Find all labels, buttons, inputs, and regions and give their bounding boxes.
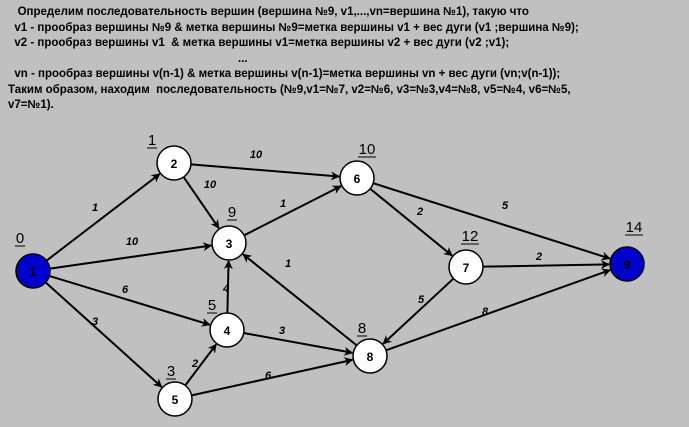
edge-weight-1-4: 6 [122,284,129,296]
edge-weight-7-9: 2 [535,251,542,263]
edge-weight-2-3: 10 [204,179,217,191]
node-circle [157,381,193,417]
edge-1-3 [49,242,213,270]
edge-weight-3-6: 1 [280,198,286,210]
node-circle [448,249,484,285]
edge-6-7 [369,187,453,257]
node-4: 4 [209,312,245,348]
node-mark-7: 12 [462,228,479,245]
edge-5-4 [184,343,217,387]
edge-2-3 [182,176,220,229]
node-mark-1: 0 [16,230,24,247]
node-6: 6 [339,160,375,196]
text-line: vn - прообраз вершины v(n-1) & метка вер… [8,68,561,80]
node-circle [209,312,245,348]
node-label: 1 [30,265,37,279]
edge-weight-5-8: 6 [265,370,272,382]
node-mark-9: 14 [626,219,643,236]
node-9: 9 [609,246,645,282]
node-circle [339,160,375,196]
node-circle [211,225,247,261]
description-text: Определим последовательность вершин (вер… [8,5,688,114]
node-label: 7 [463,261,470,275]
node-mark-2: 1 [148,132,156,149]
edge-weight-1-3: 10 [126,236,139,248]
text-line: ... [8,52,248,65]
edge-5-8 [191,357,354,397]
node-8: 8 [352,338,388,374]
edge-7-8 [382,277,455,345]
edge-1-4 [48,274,211,327]
node-label: 5 [172,393,179,407]
node-circle [352,338,388,374]
text-line: v1 - прообраз вершины №9 & метка вершины… [8,21,579,34]
weights-layer: 1 10 6 3 10 10 1 4 3 2 6 2 5 2 5 1 8 [92,149,542,382]
text-line: Определим последовательность вершин (вер… [8,6,529,18]
node-label: 2 [171,157,178,171]
edges-layer [44,163,611,397]
edge-weight-4-3: 4 [222,283,229,295]
node-3: 3 [211,225,247,261]
node-mark-8: 8 [358,320,366,337]
edge-weight-1-5: 3 [92,316,98,328]
node-mark-4: 5 [208,297,216,314]
text-line: Таким образом, находим последовательност… [8,83,571,96]
node-label: 6 [354,172,361,186]
node-mark-6: 10 [359,141,376,158]
node-2: 2 [156,145,192,181]
text-line: v2 - прообраз вершины v1 & метка вершины… [8,37,510,49]
node-circle [15,253,51,289]
edge-1-5 [44,281,163,388]
node-mark-5: 3 [167,363,175,380]
node-label: 3 [226,237,233,251]
edge-weight-6-9: 5 [502,200,509,212]
node-label: 9 [624,258,631,272]
edge-6-9 [372,182,611,261]
edge-8-3 [242,253,358,347]
node-circle [609,246,645,282]
node-label: 8 [367,350,374,364]
edge-3-6 [243,185,342,237]
edge-weight-6-7: 2 [416,206,423,218]
edge-weight-7-8: 5 [418,294,425,306]
edge-1-2 [45,173,161,262]
node-mark-3: 9 [228,204,236,221]
edge-weight-8-3: 1 [285,258,291,270]
node-1: 1 [15,253,51,289]
edge-weight-4-8: 3 [279,325,285,337]
node-circle [156,145,192,181]
edge-weight-5-4: 2 [191,358,198,370]
edge-weight-2-6: 10 [250,149,263,161]
edge-weight-8-9: 8 [482,306,489,318]
text-line: v7=№1). [8,99,54,111]
node-7: 7 [448,249,484,285]
edge-7-9 [482,259,610,269]
node-5: 5 [157,381,193,417]
edge-2-6 [190,163,340,181]
edge-weight-1-2: 1 [92,202,98,214]
node-label: 4 [224,324,231,338]
edge-4-8 [243,332,354,356]
edge-4-3 [223,260,233,314]
edge-8-9 [385,268,611,352]
